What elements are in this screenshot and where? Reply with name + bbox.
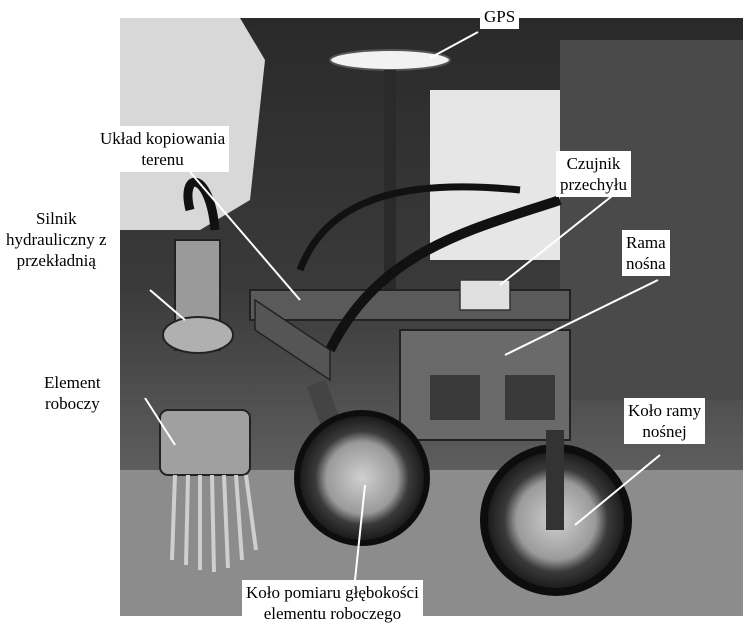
gps-mast: [384, 70, 396, 310]
terrain-copying-arm: [254, 298, 331, 382]
main-frame: [249, 289, 571, 321]
cylinder-left: [430, 375, 480, 420]
hydraulic-hose-2: [296, 183, 521, 272]
background-frame: [560, 40, 743, 400]
working-element-housing: [159, 409, 251, 476]
working-element-tines: [170, 474, 258, 573]
callout-lines: [144, 31, 661, 581]
hydraulic-hose-1: [325, 195, 562, 353]
depth-wheel: [294, 410, 430, 546]
tilt-sensor-box: [459, 279, 511, 311]
label-gps: GPS: [480, 4, 520, 29]
label-working-element: Element roboczy: [40, 370, 105, 416]
label-frame: Rama nośna: [622, 230, 670, 276]
label-frame-wheel: Koło ramy nośnej: [624, 398, 706, 444]
frame-wheel-strut: [546, 430, 564, 530]
label-depth-wheel: Koło pomiaru głębokości elementu robocze…: [242, 580, 423, 626]
table-cloth: [120, 18, 265, 230]
background-board: [430, 90, 560, 260]
label-terrain-copying: Układ kopiowania terenu: [96, 126, 230, 172]
hydraulic-hose-3: [183, 177, 220, 231]
label-tilt-sensor: Czujnik przechyłu: [556, 151, 632, 197]
cylinder-right: [505, 375, 555, 420]
label-hydraulic-motor: Silnik hydrauliczny z przekładnią: [2, 206, 111, 273]
motor-gear: [162, 316, 234, 354]
gps-antenna: [329, 49, 451, 71]
